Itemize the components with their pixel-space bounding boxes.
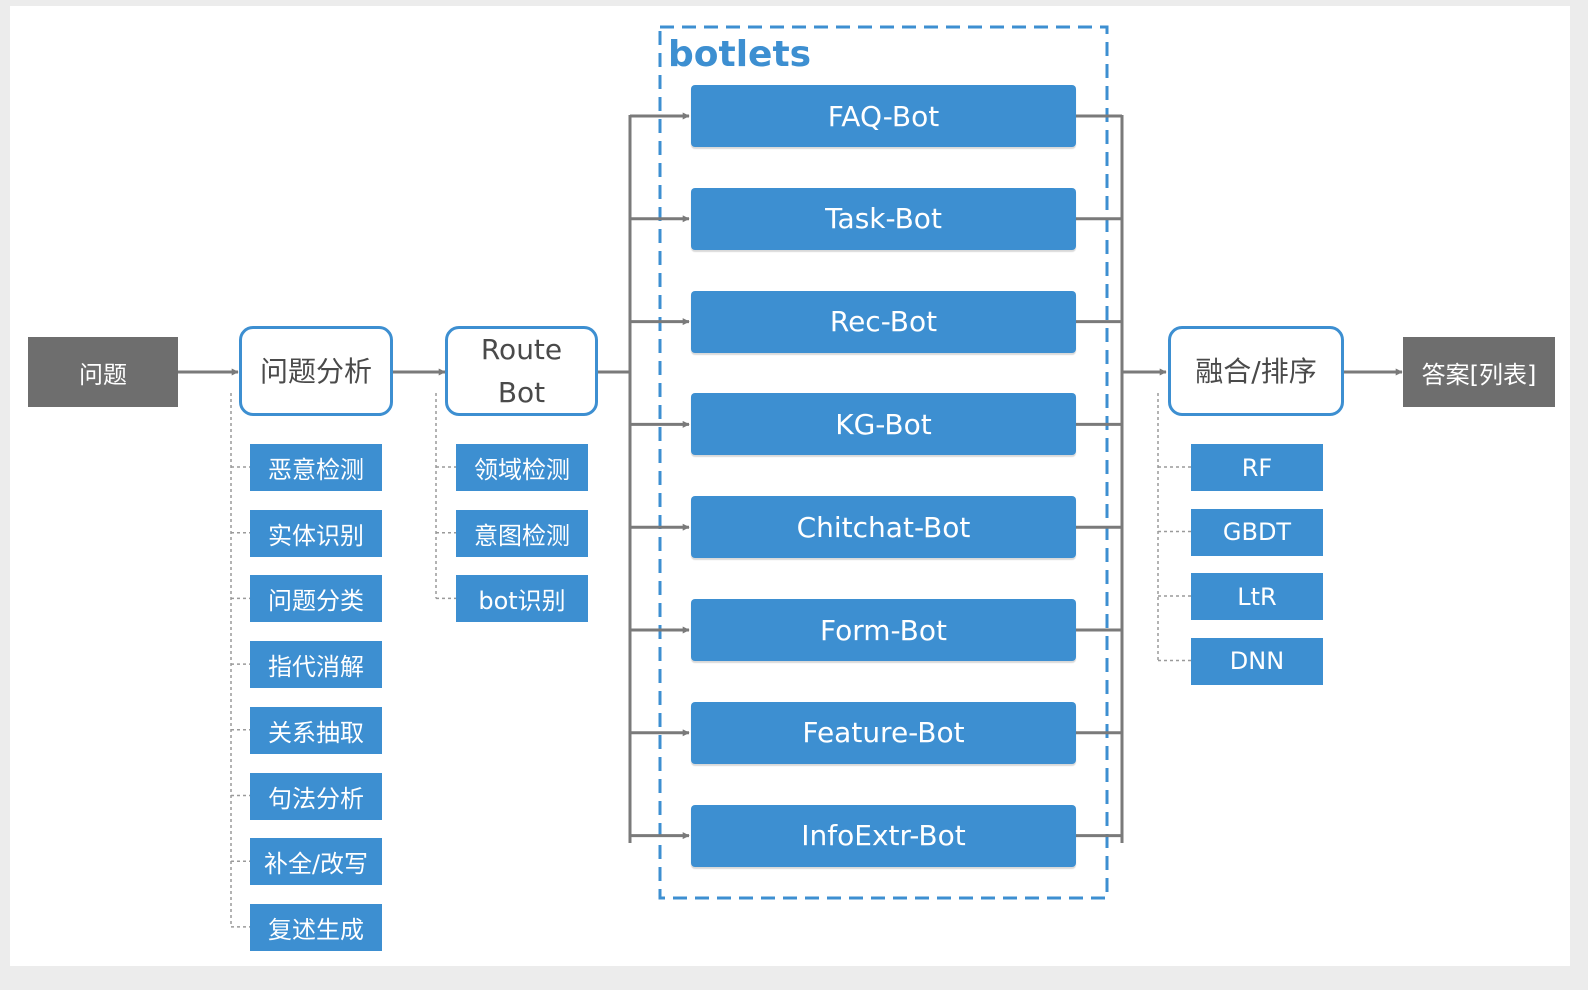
fusion-ranking-box: 融合/排序	[1168, 326, 1344, 416]
route-bot-line2: Bot	[497, 376, 546, 409]
bot-box: InfoExtr-Bot	[691, 804, 1076, 867]
route-item: 领域检测	[456, 444, 588, 491]
bot-box: Feature-Bot	[691, 701, 1076, 764]
analysis-item: 补全/改写	[250, 838, 382, 886]
bot-box: KG-Bot	[691, 393, 1076, 456]
bot-box: Form-Bot	[691, 599, 1076, 661]
route-bot-line1: Route	[480, 333, 563, 366]
fusion-item: DNN	[1191, 637, 1323, 685]
fusion-item: RF	[1191, 444, 1323, 491]
bot-box: Rec-Bot	[691, 290, 1076, 353]
analysis-item: 复述生成	[250, 903, 382, 951]
question-analysis-box: 问题分析	[239, 326, 393, 416]
analysis-item: 句法分析	[250, 772, 382, 820]
analysis-item: 实体识别	[250, 509, 382, 557]
route-item: 意图检测	[456, 509, 588, 557]
fusion-item: LtR	[1191, 573, 1323, 620]
botlets-group-border	[658, 25, 1109, 900]
bot-box: FAQ-Bot	[691, 85, 1076, 147]
analysis-item: 指代消解	[250, 641, 382, 689]
analysis-item: 问题分类	[250, 575, 382, 623]
botlets-label: botlets	[668, 34, 812, 75]
analysis-item: 关系抽取	[250, 706, 382, 754]
bot-box: Chitchat-Bot	[691, 496, 1076, 559]
bot-box: Task-Bot	[691, 187, 1076, 250]
question-input-box: 问题	[28, 337, 178, 407]
answer-list-output-box: 答案[列表]	[1403, 337, 1555, 407]
fusion-item: GBDT	[1191, 508, 1323, 556]
route-item: bot识别	[456, 575, 588, 623]
analysis-item: 恶意检测	[250, 444, 382, 491]
route-bot-box: Route Bot	[445, 326, 598, 416]
